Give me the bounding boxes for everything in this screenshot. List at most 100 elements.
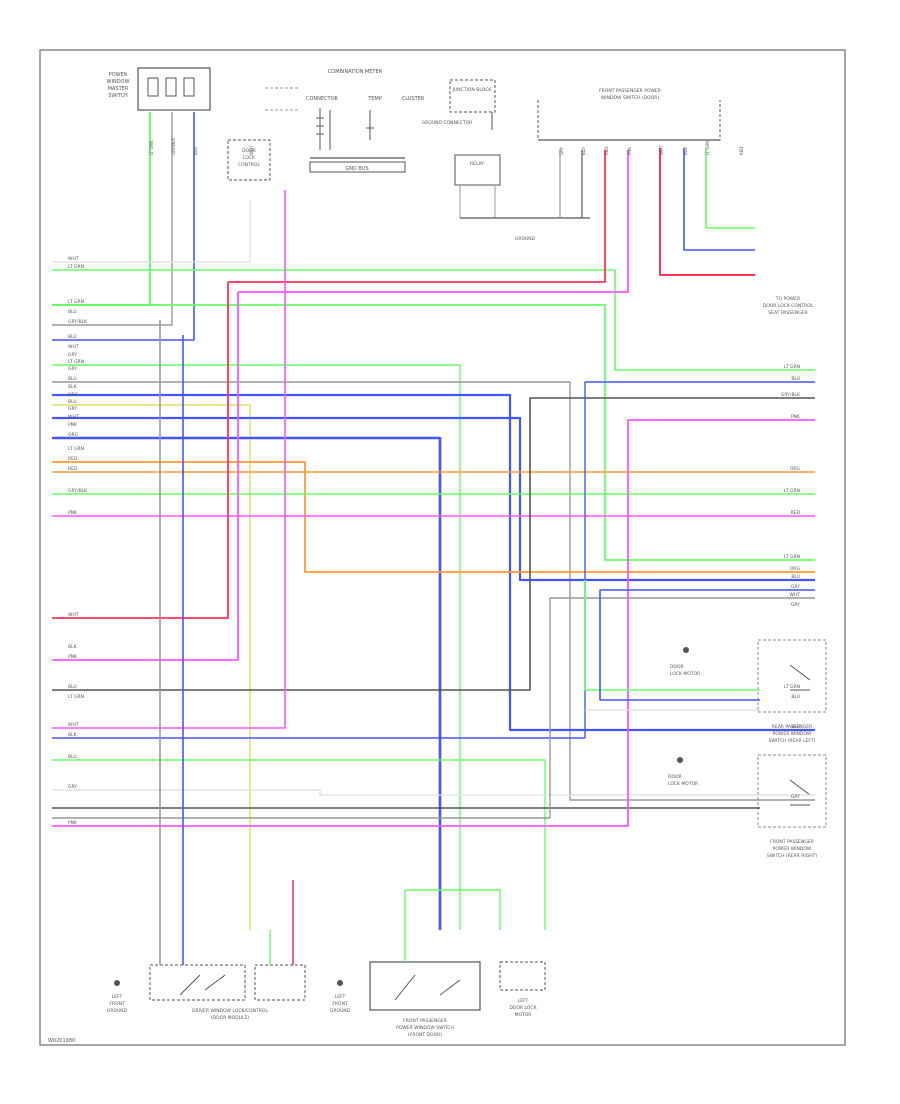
top-wire-label-6: RED [604, 147, 609, 155]
wire-5 [228, 150, 606, 283]
top-wire-label-1: GRY/BLK [171, 138, 176, 155]
meter-col-1: TEMP [367, 96, 382, 102]
wire-26 [52, 597, 815, 819]
right-wire-label-1: BLU [791, 376, 800, 382]
wire-11 [52, 404, 251, 930]
left-wire-label-4: GRY/BLK [68, 319, 88, 325]
wire-22 [52, 381, 815, 739]
left-wire-label-27: LT GRN [68, 694, 84, 700]
rear-left-window-switch: DOOR LOCK MOTOR REAR PASSENGER POWER WIN… [670, 639, 827, 744]
master-switch-label-0: POWER [109, 72, 128, 78]
wire-34 [599, 589, 815, 701]
right-side-label-2: SEAT PASSENGER [768, 310, 808, 316]
left-door-lock-motor: LEFT DOOR LOCK MOTOR [499, 961, 546, 1018]
wire-12 [52, 416, 815, 582]
right-wire-label-2: GRY/BLK [781, 392, 801, 398]
top-wire-label-5: BLU [581, 147, 586, 155]
wire-30 [705, 148, 755, 229]
wire-20 [52, 397, 815, 691]
relay-label: RELAY [470, 161, 484, 167]
meter-col-0: CONNECTOR [306, 96, 339, 102]
rr-motor-label-0: DOOR [668, 774, 682, 780]
master-switch-label-1: WINDOW [107, 79, 130, 85]
ground-left-2: GROUND [107, 1008, 128, 1014]
top-wire-label-9: BLU [683, 147, 688, 155]
top-wire-label-2: BLU [193, 147, 198, 155]
right-unit-label-1: DOOR LOCK [509, 1005, 537, 1011]
rear-right-window-switch: DOOR LOCK MOTOR FRONT PASSENGER POWER WI… [668, 754, 827, 859]
left-wire-label-18: LT GRN [68, 446, 84, 452]
rl-motor-label-1: LOCK MOTOR [670, 671, 700, 677]
left-wire-label-25: PNK [68, 654, 78, 660]
left-wire-label-0: WHT [68, 256, 79, 262]
wire-2 [52, 112, 195, 341]
master-switch-label-2: MASTER [108, 86, 129, 92]
left-wire-label-23: WHT [68, 612, 79, 618]
wire-21 [52, 190, 286, 729]
left-wire-label-9: GRY [68, 366, 77, 372]
ground-circuit-label: GROUND [515, 236, 536, 242]
left-wire-label-11: BLK [68, 384, 78, 390]
right-wire-label-13: LT GRN [784, 684, 800, 690]
wire-0 [52, 112, 151, 306]
top-wire-label-4: GRY [559, 146, 564, 155]
ground-mid-2: GROUND [330, 1008, 351, 1014]
right-wire-label-16: GRY [791, 794, 800, 800]
wire-1 [52, 112, 173, 326]
rr-switch-label-1: POWER WINDOW [773, 846, 812, 852]
wire-9 [52, 381, 815, 801]
rr-switch-label-0: FRONT PASSENGER [770, 839, 814, 845]
left-wire-label-2: LT GRN [68, 299, 84, 305]
top-wire-label-11: RED [739, 147, 744, 155]
power-window-master-switch: POWER WINDOW MASTER SWITCH [107, 67, 211, 111]
front-passenger-window-switch: FRONT PASSENGER POWER WINDOW SWITCH (FRO… [330, 961, 481, 1038]
rl-switch-label-0: REAR PASSENGER [772, 724, 813, 730]
meter-sub-label: GND BUS [345, 166, 368, 172]
wire-19 [52, 292, 239, 661]
driver-module-label-1: (DOOR MODULE) [211, 1015, 249, 1021]
left-wire-label-24: BLK [68, 644, 78, 650]
ground-connector-label: GROUND CONNECTOR [422, 120, 473, 126]
master-switch-label-3: SWITCH [108, 93, 128, 99]
right-wire-label-9: BLU [791, 574, 800, 580]
combination-meter: COMBINATION METER CONNECTOR TEMP CLUSTER… [265, 69, 425, 173]
wire-8 [52, 364, 461, 930]
right-wire-label-7: LT GRN [784, 554, 800, 560]
left-wire-label-22: PNK [68, 510, 78, 516]
left-wire-label-7: GRY [68, 352, 77, 358]
right-wire-label-12: GRY [791, 602, 800, 608]
rl-switch-label-2: SWITCH (REAR LEFT) [769, 738, 816, 744]
wire-18 [52, 282, 229, 619]
right-wire-label-5: LT GRN [784, 488, 800, 494]
right-top-block-label-0: FRONT PASSENGER POWER [599, 88, 661, 94]
ground-mid-1: FRONT [332, 1001, 348, 1007]
left-wire-label-5: BLU [68, 334, 77, 340]
wire-27 [52, 419, 815, 827]
driver-module-label-0: DRIVER WINDOW LOCK/CONTROL [192, 1008, 268, 1014]
rl-switch-label-1: POWER WINDOW [773, 731, 812, 737]
right-unit-label-2: MOTOR [515, 1012, 532, 1018]
wire-40 [405, 889, 501, 930]
driver-window-module: DRIVER WINDOW LOCK/CONTROL (DOOR MODULE)… [107, 964, 306, 1021]
wire-6 [238, 150, 629, 293]
wire-3 [52, 200, 251, 263]
left-wire-label-31: GRY [68, 784, 77, 790]
combination-meter-title: COMBINATION METER [328, 69, 383, 75]
left-wire-label-28: WHT [68, 722, 79, 728]
right-top-block-label-1: WINDOW SWITCH (DOOR) [601, 95, 660, 101]
rl-motor-label-0: DOOR [670, 664, 684, 670]
ground-left-1: FRONT [109, 1001, 125, 1007]
right-side-label-0: TO POWER [775, 296, 800, 302]
top-wire-label-3: WHT [249, 145, 254, 155]
left-wire-label-16: PNK [68, 422, 78, 428]
junction-block: JUNCTION BLOCK GROUND CONNECTOR RELAY GR… [422, 79, 590, 242]
top-wire-label-8: WHT [659, 145, 664, 155]
ground-left-0: LEFT [112, 994, 123, 1000]
left-wire-label-8: LT GRN [68, 359, 84, 365]
left-wire-label-13: BLU [68, 399, 77, 405]
mid-unit-label-2: (FRONT DOOR) [408, 1032, 442, 1038]
meter-col-2: CLUSTER [402, 96, 425, 102]
left-wire-label-14: GRY [68, 406, 77, 412]
